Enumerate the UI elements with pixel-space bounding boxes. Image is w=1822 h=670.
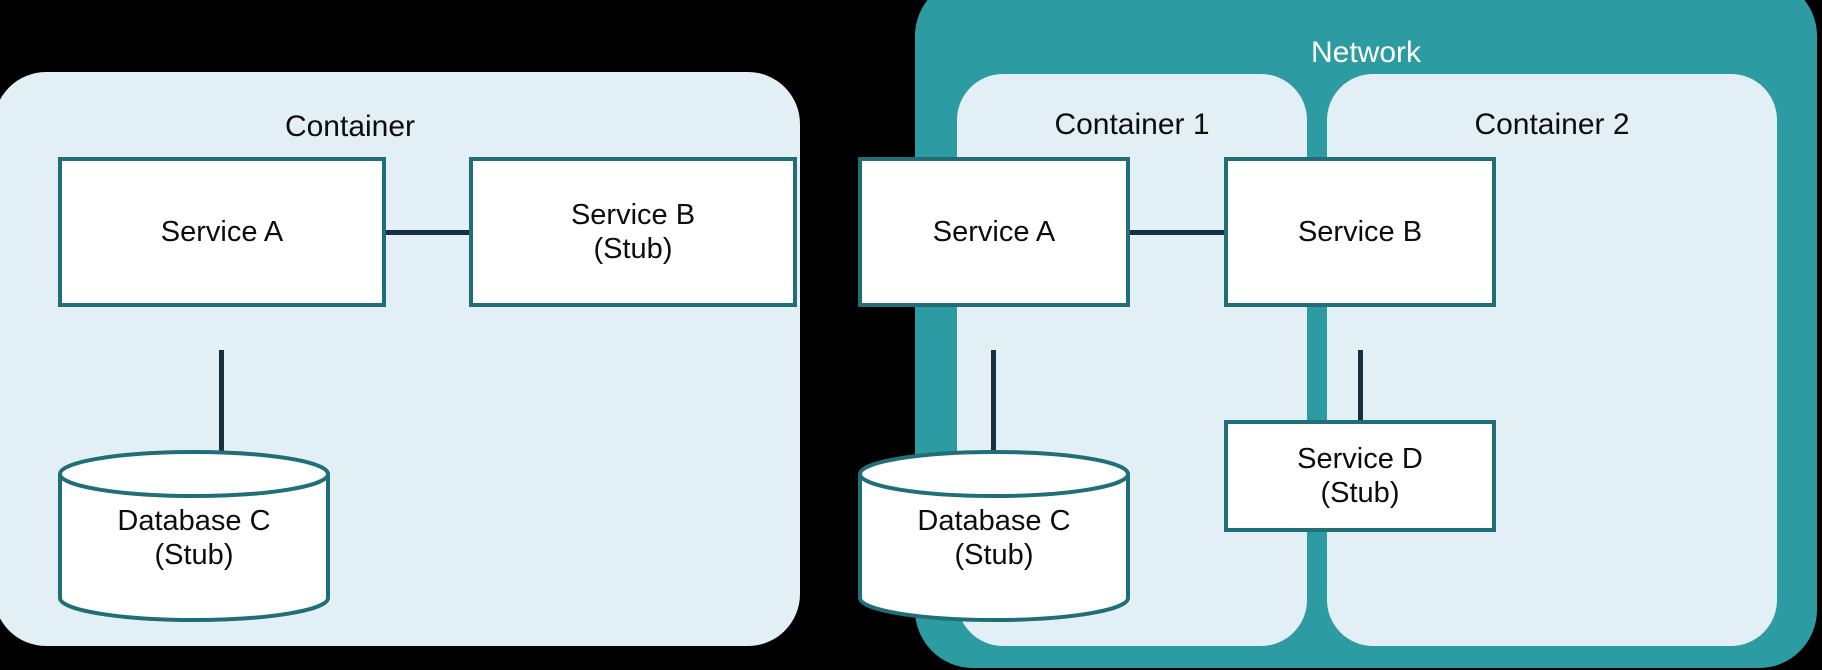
node-database-c-right[interactable]: Database C (Stub) xyxy=(858,450,1130,622)
node-service-b-right[interactable]: Service B xyxy=(1224,157,1496,307)
connector-service-b-service-d-right xyxy=(1358,350,1363,420)
node-database-c-right-label: Database C (Stub) xyxy=(917,505,1071,571)
cylinder-shape-left xyxy=(58,450,330,622)
node-database-c-left-label: Database C (Stub) xyxy=(117,505,271,571)
node-service-d-right[interactable]: Service D (Stub) xyxy=(1224,420,1496,532)
node-service-a-right-label: Service A xyxy=(932,216,1056,248)
node-database-c-left[interactable]: Database C (Stub) xyxy=(58,450,330,622)
node-service-a-right[interactable]: Service A xyxy=(858,157,1130,307)
node-service-a-left-label: Service A xyxy=(160,216,284,248)
node-service-d-right-label: Service D (Stub) xyxy=(1297,443,1423,509)
node-service-b-right-label: Service B xyxy=(1297,216,1423,248)
node-service-a-left[interactable]: Service A xyxy=(58,157,386,307)
network-panel-title: Network xyxy=(1310,36,1422,69)
connector-service-a-service-b-right xyxy=(1128,230,1226,235)
node-service-b-left[interactable]: Service B (Stub) xyxy=(469,157,797,307)
connector-service-a-database-c-left xyxy=(219,350,224,472)
container-panel-2-title: Container 2 xyxy=(1474,108,1630,141)
node-service-b-left-label: Service B (Stub) xyxy=(570,199,696,265)
container-panel-left-title: Container xyxy=(284,110,416,143)
connector-service-a-database-c-right xyxy=(991,350,996,472)
container-panel-1-title: Container 1 xyxy=(1054,108,1210,141)
connector-service-a-service-b-left xyxy=(383,230,471,235)
cylinder-shape-right xyxy=(858,450,1130,622)
